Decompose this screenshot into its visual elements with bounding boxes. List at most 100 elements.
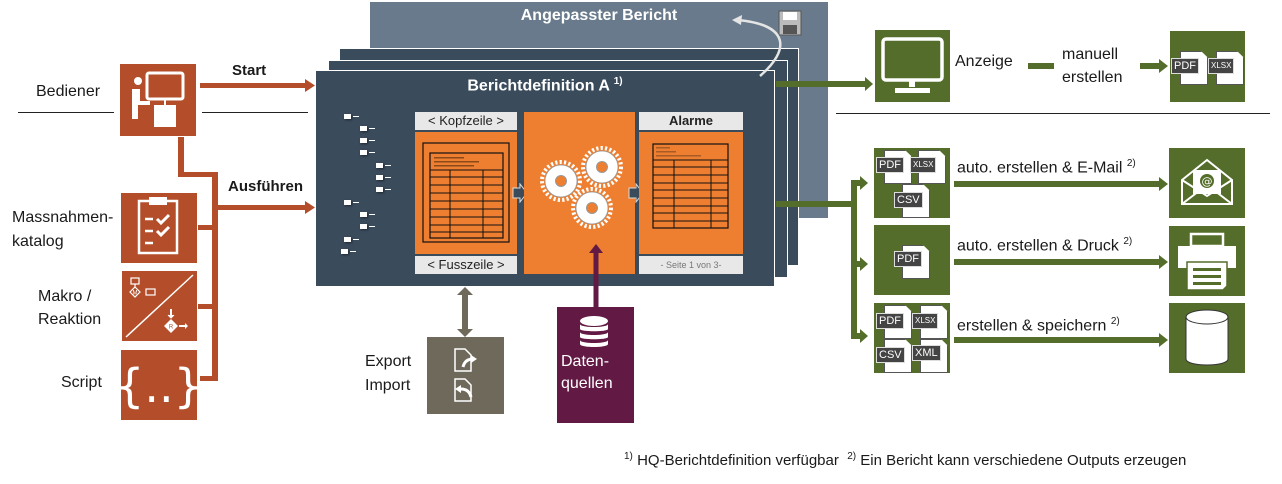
footnote-1-ref: 1) <box>613 76 623 87</box>
footnote-1-text: HQ-Berichtdefinition verfügbar <box>637 452 839 469</box>
tree-node[interactable] <box>376 163 391 168</box>
svg-text:R: R <box>169 325 174 331</box>
catalog-label-1: Massnahmen- <box>12 209 114 226</box>
store-files-box[interactable]: PDF XLSX CSV XML <box>874 303 950 373</box>
tree-node[interactable] <box>341 249 356 254</box>
save-icon[interactable] <box>778 10 802 36</box>
envelope-at-icon: @ <box>1181 158 1233 205</box>
macro-reaction-icon: M R <box>125 274 194 338</box>
manual-files-box[interactable]: PDF XLSX <box>1170 31 1245 102</box>
storage-box[interactable] <box>1169 303 1245 373</box>
manual-label-1: manuell <box>1062 46 1119 63</box>
tree-node[interactable] <box>376 175 391 180</box>
footnote-2-mark: 2) <box>847 451 857 462</box>
operator-drop <box>178 137 184 177</box>
print-files-box[interactable]: PDF <box>874 225 950 295</box>
macro-reaction-box[interactable]: M R <box>122 271 197 341</box>
tree-node[interactable] <box>360 126 375 131</box>
print-label-text: auto. erstellen & Druck <box>957 237 1119 255</box>
store-arrow <box>954 333 1168 347</box>
datasources-box[interactable]: Daten- quellen <box>557 307 634 423</box>
email-arrow <box>954 177 1168 191</box>
xlsx-tag: XLSX <box>1208 58 1235 74</box>
output-connectors <box>776 77 873 343</box>
divider-right <box>836 113 1270 114</box>
tree-node[interactable] <box>360 212 375 217</box>
start-arrow-head <box>305 79 315 92</box>
xml-tag: XML <box>912 345 941 361</box>
execute-bus <box>212 172 218 381</box>
tree-node[interactable] <box>360 150 375 155</box>
divider-left <box>18 112 114 113</box>
tree-node[interactable] <box>360 224 375 229</box>
script-box[interactable]: {..} <box>115 350 203 420</box>
catalog-label-2: katalog <box>12 233 64 250</box>
divider-mid <box>202 112 308 113</box>
alarm-table-icon <box>652 143 729 229</box>
footnote-2-ref: 2) <box>1123 236 1133 247</box>
footnotes: 1) HQ-Berichtdefinition verfügbar 2) Ein… <box>624 451 1186 469</box>
datasources-label-1: Daten- <box>561 353 610 370</box>
start-arrow-shaft <box>200 83 306 88</box>
tree-node[interactable] <box>376 187 391 192</box>
operator-label: Bediener <box>36 83 101 100</box>
pdf-tag: PDF <box>1171 58 1199 74</box>
pdf-tag: PDF <box>876 313 904 329</box>
header-button[interactable]: < Kopfzeile > <box>415 112 517 130</box>
template-panel[interactable] <box>415 132 517 254</box>
operator-box[interactable] <box>120 64 196 136</box>
display-connector <box>1028 63 1054 69</box>
email-box[interactable]: @ <box>1169 148 1245 218</box>
footnote-2-text: Ein Bericht kann verschiedene Outputs er… <box>860 452 1187 469</box>
printer-box[interactable] <box>1169 226 1245 296</box>
datasources-label-2: quellen <box>561 375 613 392</box>
footnote-2-ref: 2) <box>1126 158 1136 169</box>
store-label: erstellen & speichern 2) <box>957 311 1120 337</box>
display-arrow-shaft <box>776 81 866 87</box>
monitor-icon <box>881 37 944 93</box>
export-import-box[interactable] <box>427 337 504 414</box>
export-import-icon <box>454 348 477 402</box>
xlsx-tag: XLSX <box>910 157 937 173</box>
print-label: auto. erstellen & Druck 2) <box>957 231 1132 257</box>
arrow-to-engine-icon <box>512 183 528 203</box>
storage-cylinder-icon <box>1185 309 1229 366</box>
svg-text:M: M <box>133 291 138 297</box>
page-info: - Seite 1 von 3- <box>639 256 743 274</box>
catalog-box[interactable] <box>121 193 197 263</box>
csv-tag: CSV <box>876 347 905 363</box>
email-label: auto. erstellen & E-Mail 2) <box>957 153 1136 179</box>
xlsx-tag: XLSX <box>912 313 939 329</box>
tree-node[interactable] <box>344 114 359 119</box>
table-template-icon <box>422 142 510 243</box>
display-label: Anzeige <box>955 53 1013 70</box>
macro-label-1: Makro / <box>38 288 92 305</box>
database-icon <box>580 316 608 347</box>
tree-node[interactable] <box>344 200 359 205</box>
footnote-1-mark: 1) <box>624 451 633 462</box>
email-label-text: auto. erstellen & E-Mail <box>957 159 1123 177</box>
gears-icon <box>540 146 623 229</box>
display-box[interactable] <box>875 30 950 102</box>
footer-button[interactable]: < Fusszeile > <box>415 256 517 274</box>
manual-arrow <box>1140 59 1168 73</box>
pdf-tag: PDF <box>894 251 922 267</box>
start-label: Start <box>232 62 267 79</box>
structure-tree[interactable] <box>330 108 410 258</box>
pdf-tag: PDF <box>876 157 904 173</box>
export-import-double-arrow <box>457 287 473 337</box>
alarms-header[interactable]: Alarme <box>639 112 743 130</box>
display-arrow-head <box>865 77 873 91</box>
execute-arrow-head <box>305 201 315 214</box>
custom-report-title: Angepasster Bericht <box>520 7 678 24</box>
email-files-box[interactable]: PDF XLSX CSV <box>874 148 950 218</box>
tree-node[interactable] <box>360 138 375 143</box>
curly-braces-icon: {..} <box>115 359 203 413</box>
svg-text:@: @ <box>1202 175 1213 188</box>
tree-node[interactable] <box>344 237 359 242</box>
report-engine-panel <box>524 112 635 274</box>
store-label-text: erstellen & speichern <box>957 317 1107 335</box>
manual-label-2: erstellen <box>1062 69 1123 86</box>
datasource-arrow <box>589 244 603 310</box>
export-label: Export <box>365 353 412 370</box>
